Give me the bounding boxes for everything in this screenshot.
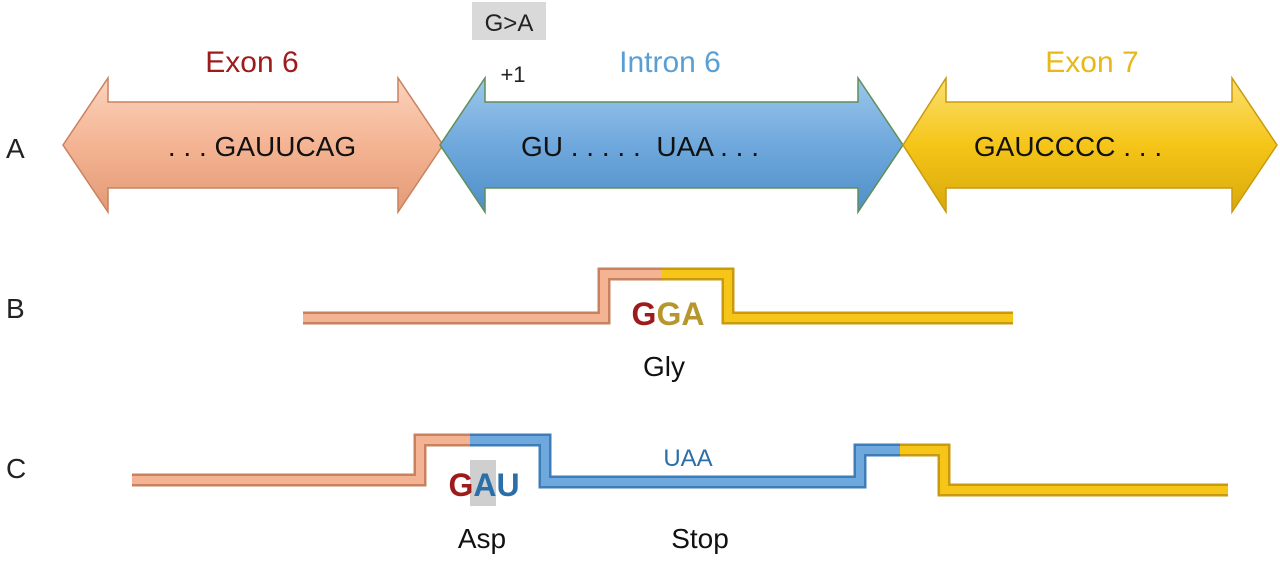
row-c-codon-second: A — [473, 467, 496, 503]
mutation-position: +1 — [500, 62, 525, 87]
row-label-c: C — [6, 453, 26, 484]
row-label-a: A — [6, 133, 25, 164]
row-c-codon-highlight — [470, 460, 496, 506]
exon7-title: Exon 7 — [1045, 46, 1138, 79]
intron6-title: Intron 6 — [619, 46, 721, 79]
row-b-codon-first: G — [632, 296, 657, 332]
row-b-amino-acid: Gly — [643, 351, 685, 382]
row-b-codon: GGA — [632, 296, 705, 332]
row-c-amino-acid: Asp — [458, 523, 506, 554]
row-b-transcript — [303, 267, 1013, 325]
row-c-transcript — [132, 433, 1228, 497]
exon7-arrow — [902, 75, 1278, 215]
row-c-codon: GAU — [448, 467, 519, 503]
row-c-stop-codon: UAA — [663, 445, 712, 472]
exon6-title: Exon 6 — [205, 46, 298, 79]
row-c-exon7-segment — [900, 443, 1228, 497]
mutation-label: G>A — [485, 10, 534, 37]
row-label-b: B — [6, 293, 25, 324]
exon7-sequence: GAUCCCC . . . — [974, 131, 1162, 162]
row-b-codon-rest: GA — [656, 296, 704, 332]
row-b-exon6-segment — [303, 267, 662, 325]
row-c-stop-label: Stop — [671, 523, 729, 554]
row-c-codon-third: U — [496, 467, 519, 503]
row-c-codon-first: G — [448, 467, 473, 503]
mutation-box — [472, 2, 546, 40]
exon6-sequence: . . . GAUUCAG — [168, 131, 356, 162]
intron6-sequence: GU . . . . . UAA . . . — [521, 131, 759, 162]
row-b-exon7-segment — [662, 267, 1013, 325]
